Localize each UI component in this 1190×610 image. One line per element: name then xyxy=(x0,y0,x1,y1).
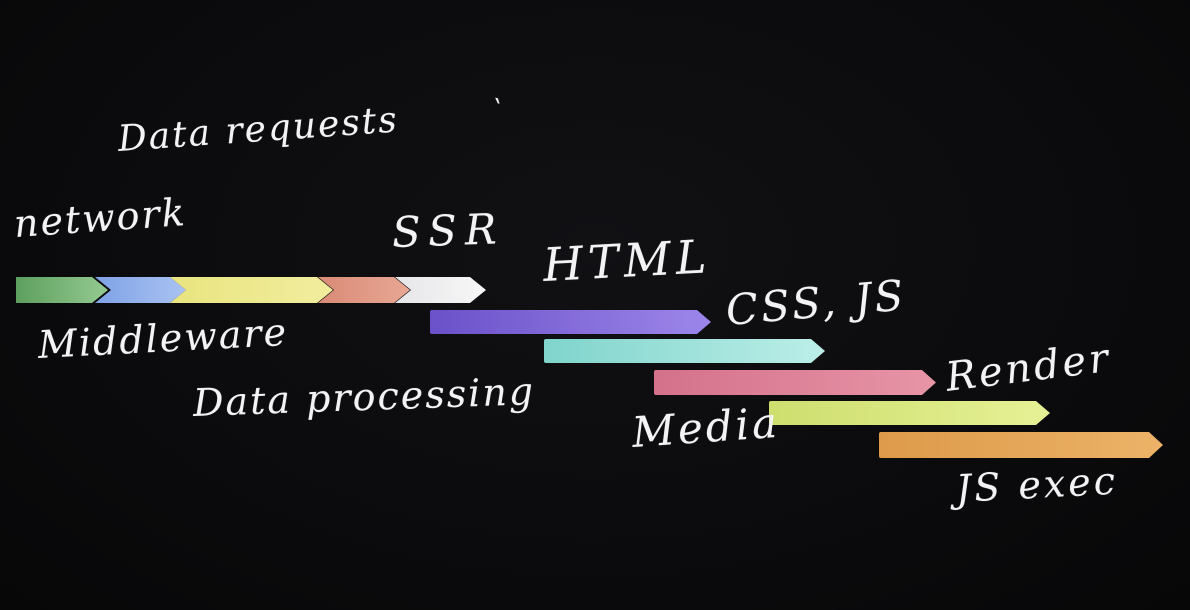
chain-segment-green xyxy=(16,277,108,303)
label-network: network xyxy=(12,189,188,246)
label-html: HTML xyxy=(541,229,713,292)
label-data-processing: Data processing xyxy=(192,369,536,425)
label-middleware: Middleware xyxy=(36,309,290,367)
bar-css-js-teal xyxy=(544,339,825,363)
chain-segment-yellow xyxy=(170,277,333,303)
label-ssr: SSR xyxy=(391,204,506,257)
label-css-js: CSS, JS xyxy=(723,270,909,335)
label-media: Media xyxy=(630,397,782,457)
chain-segment-blue xyxy=(95,277,186,303)
bar-media-pink xyxy=(654,370,936,395)
bar-html-purple xyxy=(430,310,711,334)
label-data-requests: Data requests xyxy=(116,99,400,160)
bar-js-exec-orange xyxy=(879,432,1163,458)
bar-render-yellowgreen xyxy=(769,401,1050,425)
label-js-exec: JS exec xyxy=(954,458,1119,511)
label-render: Render xyxy=(943,334,1114,401)
label-pen-mark: ` xyxy=(485,93,505,129)
